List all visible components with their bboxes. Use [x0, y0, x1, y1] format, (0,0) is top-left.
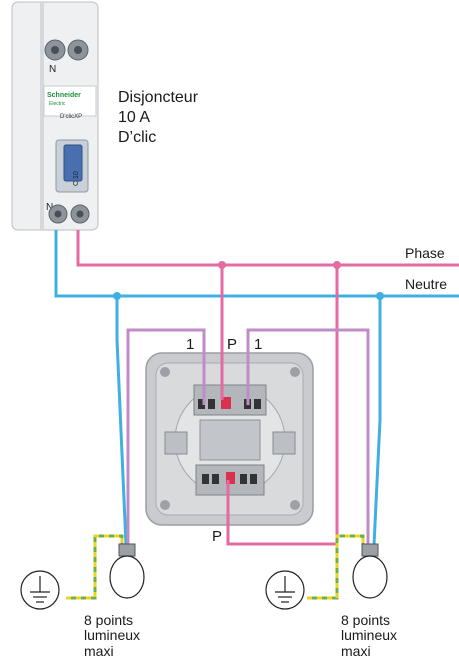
switch-terminal-p-top: P	[227, 336, 238, 353]
earth-symbol-right-icon	[265, 570, 305, 610]
phase-label: Phase	[405, 245, 445, 261]
brand-logo: Schneider	[47, 92, 81, 99]
neutral-wire	[54, 230, 459, 298]
switch-terminal-1-left: 1	[186, 336, 195, 353]
phase-wire	[76, 230, 459, 267]
lamp-left-line2: lumineux	[84, 627, 141, 644]
lamp-right-icon	[352, 543, 388, 599]
lamp-left-label: 8 points lumineux maxi	[84, 612, 141, 659]
neutral-to-lamp-left	[115, 296, 128, 546]
clamp-right	[272, 431, 296, 455]
lamp-right-line2: lumineux	[341, 627, 398, 644]
switch-terminal-1-right: 1	[254, 336, 263, 353]
brand-logo-sub: Electric	[49, 101, 66, 107]
neutral-label: Neutre	[405, 276, 448, 292]
breaker-model: D'clicXP	[60, 114, 82, 120]
phase-to-switch-bottom	[226, 265, 339, 546]
terminal-n-top: N	[49, 64, 56, 75]
earth-symbol-left-icon	[20, 570, 60, 610]
switch-mechanism	[145, 352, 314, 526]
return-wire-left	[126, 328, 206, 545]
lamp-left-line3: maxi	[84, 642, 114, 659]
lamp-right-line1: 8 points	[341, 612, 391, 628]
breaker-divider	[40, 2, 44, 230]
breaker-toggle	[63, 144, 83, 182]
phase-terminal	[221, 397, 231, 409]
breaker-label-line2: 10 A	[118, 109, 151, 127]
neutral-to-lamp-right	[372, 296, 382, 546]
switch-terminal-p-bottom: P	[212, 528, 223, 545]
terminal-n-bottom: N	[46, 202, 53, 213]
breaker-label: Disjoncteur 10 A D’clic	[118, 88, 198, 149]
breaker-label-line1: Disjoncteur	[118, 89, 199, 106]
breaker-label-line3: D’clic	[118, 129, 157, 147]
circuit-breaker: N Schneider Electric D'clicXP C 10 N	[11, 1, 99, 231]
lamp-right-line3: maxi	[341, 642, 371, 659]
clamp-left	[164, 431, 188, 455]
lamp-left-line1: 8 points	[84, 612, 134, 628]
lamp-left-icon	[109, 543, 145, 599]
lamp-right-label: 8 points lumineux maxi	[341, 612, 398, 659]
breaker-label-panel	[43, 85, 97, 117]
return-wire-right	[246, 328, 370, 545]
breaker-rating: C 10	[73, 171, 80, 186]
